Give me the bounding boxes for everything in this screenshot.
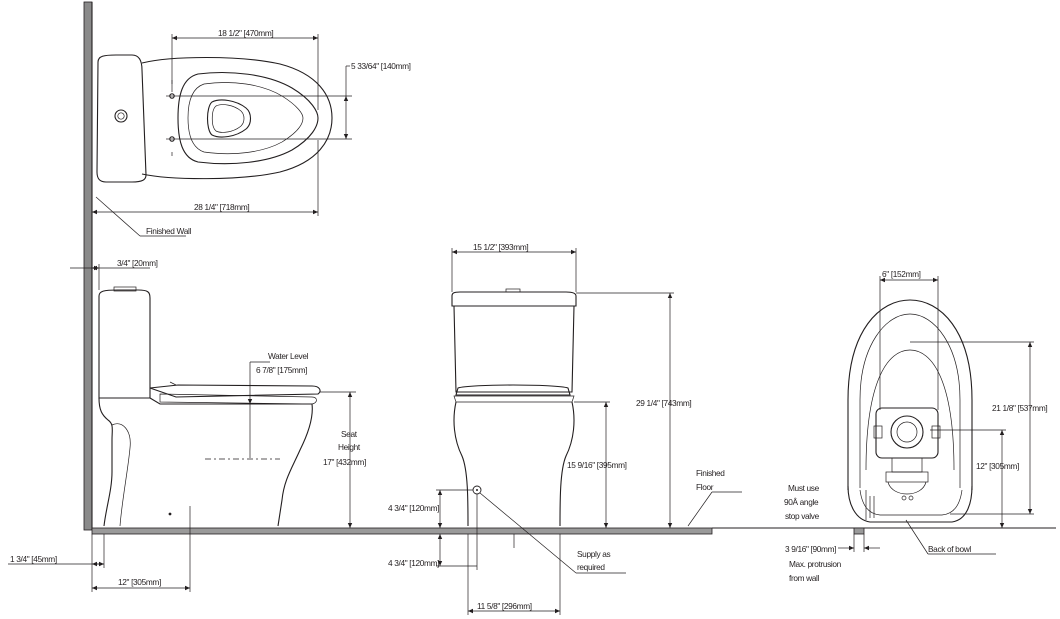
supply-line2: required: [577, 562, 605, 572]
water-level-line1: Water Level: [268, 351, 309, 361]
dim-top-offset: 5 33/64" [140mm]: [343, 61, 411, 139]
dim-seat-height: Seat Height 17" [432mm]: [320, 391, 366, 528]
dim-base-offset: 1 3/4" [45mm]: [8, 534, 105, 568]
supply-line1: Supply as: [577, 549, 610, 559]
dim-rear-width-label: 6" [152mm]: [882, 269, 921, 279]
dim-base-offset-label: 1 3/4" [45mm]: [10, 554, 57, 564]
protrusion-line1: 3 9/16" [90mm]: [785, 544, 836, 554]
dim-supply-height-bottom-label: 4 3/4" [120mm]: [388, 558, 439, 568]
dim-water-level: Water Level 6 7/8" [175mm]: [247, 351, 309, 404]
must-use-line1: Must use: [788, 483, 820, 493]
protrusion-line3: from wall: [789, 573, 820, 583]
dim-top-length: 28 1/4" [718mm]: [92, 202, 318, 215]
dim-front-bowl-height: 15 9/16" [395mm]: [567, 401, 627, 528]
finished-wall: [83, 1, 93, 531]
dim-supply-height-top: 4 3/4" [120mm]: [388, 489, 473, 528]
must-use-line2: 90Â angle: [784, 497, 819, 507]
back-of-bowl-label: Back of bowl: [928, 544, 971, 554]
dim-top-width: 18 1/2" [470mm]: [172, 28, 318, 41]
dim-rough-in-label: 12" [305mm]: [118, 577, 161, 587]
dim-rear-outlet-height-label: 12" [305mm]: [976, 461, 1019, 471]
front-view: [451, 288, 577, 527]
dim-front-total-height-label: 29 1/4" [743mm]: [636, 398, 691, 408]
seat-height-line2: Height: [338, 442, 361, 452]
dim-front-total-height: 29 1/4" [743mm]: [576, 292, 692, 528]
finished-wall-callout: Finished Wall: [95, 196, 192, 237]
dim-rear-height: 21 1/8" [537mm]: [910, 341, 1048, 515]
dim-tank-gap-label: 3/4" [20mm]: [117, 258, 158, 268]
finished-wall-label: Finished Wall: [146, 226, 191, 236]
dim-front-base-width: 11 5/8" [296mm]: [468, 534, 561, 615]
finished-floor-slab: [91, 527, 1056, 535]
dim-protrusion: 3 9/16" [90mm] Max. protrusion from wall: [785, 534, 880, 583]
water-level-line2: 6 7/8" [175mm]: [256, 365, 307, 375]
dim-top-length-label: 28 1/4" [718mm]: [194, 202, 249, 212]
dim-tank-gap: 3/4" [20mm]: [70, 258, 158, 290]
dim-front-width-label: 15 1/2" [393mm]: [473, 242, 528, 252]
side-view: [98, 286, 321, 527]
seat-height-line3: 17" [432mm]: [323, 457, 366, 467]
stop-valve-note: Must use 90Â angle stop valve: [784, 483, 820, 521]
dim-front-bowl-height-label: 15 9/16" [395mm]: [567, 460, 627, 470]
dim-front-base-width-label: 11 5/8" [296mm]: [477, 601, 532, 611]
finished-floor-line2: Floor: [696, 482, 714, 492]
back-of-bowl-callout: Back of bowl: [905, 519, 996, 555]
dim-rear-height-label: 21 1/8" [537mm]: [992, 403, 1047, 413]
dim-front-width: 15 1/2" [393mm]: [451, 242, 577, 292]
must-use-line3: stop valve: [785, 511, 820, 521]
supply-callout: Supply as required: [479, 492, 626, 574]
protrusion-line2: Max. protrusion: [789, 559, 842, 569]
rear-view: [847, 299, 973, 523]
dim-rough-in: 12" [305mm]: [91, 506, 191, 592]
dim-rear-width: 6" [152mm]: [879, 269, 939, 410]
top-view: [91, 34, 352, 216]
dim-top-offset-label: 5 33/64" [140mm]: [351, 61, 411, 71]
finished-floor-line1: Finished: [696, 468, 725, 478]
dim-supply-height-bottom: 4 3/4" [120mm]: [388, 494, 478, 615]
dim-rear-outlet-height: 12" [305mm]: [930, 429, 1019, 528]
finished-floor-callout: Finished Floor: [687, 468, 742, 527]
dim-supply-height-top-label: 4 3/4" [120mm]: [388, 503, 439, 513]
dim-top-width-label: 18 1/2" [470mm]: [218, 28, 273, 38]
seat-height-line1: Seat: [341, 429, 358, 439]
